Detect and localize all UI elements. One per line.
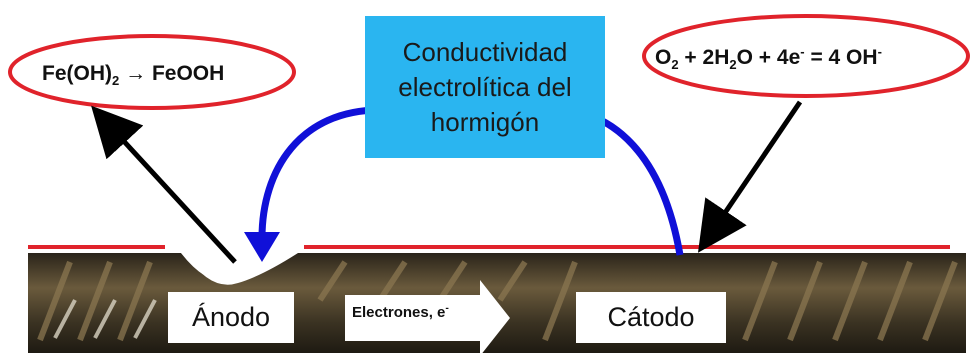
anode-label: Ánodo bbox=[168, 292, 294, 343]
reaction-to-cathode-arrow bbox=[697, 100, 803, 253]
center-box-line-2: electrolítica del bbox=[398, 71, 572, 102]
cathode-reaction-ellipse bbox=[642, 14, 970, 98]
cathode-reaction-text: O2 + 2H2O + 4e- = 4 OH- bbox=[655, 44, 882, 73]
anode-reaction-text: Fe(OH)2 → FeOOH bbox=[42, 62, 225, 89]
center-box-line-3: hormigón bbox=[430, 106, 540, 137]
electrolytic-conductivity-box: Conductividad electrolítica del hormigón bbox=[365, 16, 605, 158]
center-box-line-1: Conductividad bbox=[402, 36, 568, 67]
electron-flow-arrow bbox=[345, 280, 510, 353]
anode-reaction-ellipse bbox=[8, 34, 296, 110]
cathode-label: Cátodo bbox=[576, 292, 726, 343]
electron-flow-label: Electrones, e- bbox=[352, 302, 449, 321]
anode-to-reaction-arrow bbox=[91, 105, 237, 264]
